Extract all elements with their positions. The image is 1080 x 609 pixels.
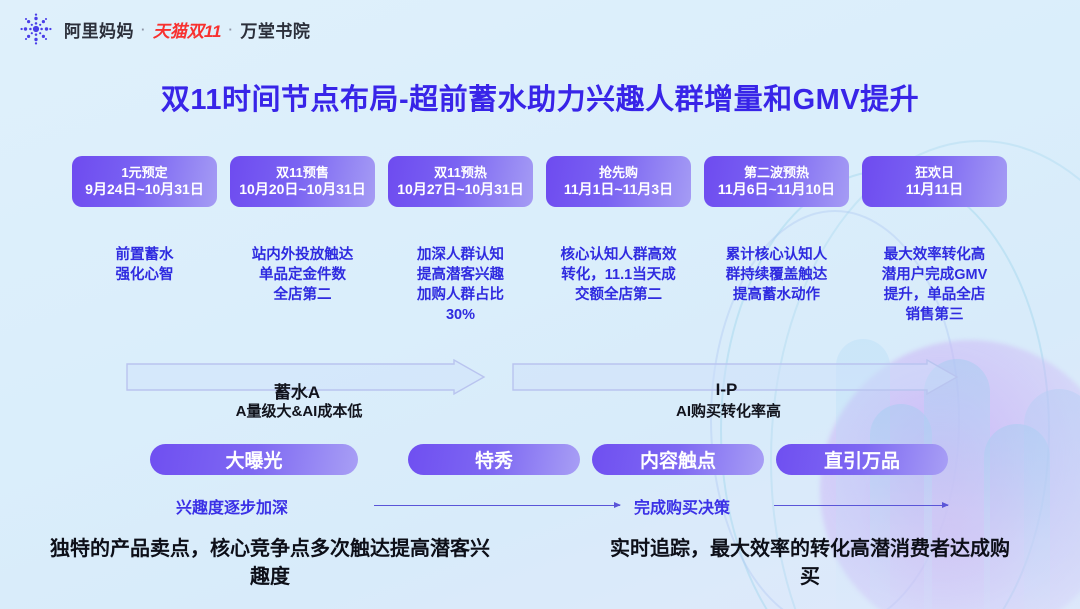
phase-arrow-row: 蓄水A A量级大&AI成本低 I-P AI购买转化率高	[0, 359, 1080, 421]
timeline-card-date: 10月27日~10月31日	[397, 180, 524, 197]
brand-name: 阿里妈妈	[64, 21, 134, 41]
timeline-description: 核心认知人群高效转化，11.1当天成交额全店第二	[560, 247, 677, 303]
product-pill-daopuguang[interactable]: 大曝光	[150, 444, 358, 475]
timeline-card-name: 抢先购	[598, 165, 638, 181]
timeline-description: 累计核心认知人群持续覆盖触达提高蓄水动作	[725, 247, 828, 303]
timeline-card: 双11预热 10月27日~10月31日	[388, 156, 533, 207]
brand-separator: ·	[228, 21, 234, 37]
timeline-card-date: 10月20日~10月31日	[239, 180, 366, 197]
progress-label-decision: 完成购买决策	[634, 500, 731, 517]
timeline-description-row: 前置蓄水强化心智 站内外投放触达单品定金件数全店第二 加深人群认知提高潜客兴趣加…	[72, 245, 1012, 325]
brand-separator: ·	[141, 21, 146, 37]
phase-arrow-caption: A量级大&AI成本低	[235, 403, 363, 420]
timeline-card-name: 双11预热	[434, 165, 487, 181]
arrow-shape	[512, 359, 959, 395]
timeline-card-date: 11月11日	[905, 180, 964, 197]
phase-arrow-label: I-P	[715, 380, 738, 399]
product-pill-zhiyinwanpin[interactable]: 直引万品	[776, 444, 948, 475]
timeline-card-date: 11月6日~11月10日	[717, 180, 836, 197]
phase-arrow-ip: I-P AI购买转化率高	[512, 359, 959, 421]
arrow-shape	[126, 359, 486, 395]
timeline-card: 狂欢日 11月11日	[862, 156, 1007, 207]
phase-arrow-caption: AI购买转化率高	[675, 403, 781, 420]
product-pill-texiu[interactable]: 特秀	[408, 444, 580, 475]
timeline-card-name: 第二波预热	[743, 165, 809, 181]
timeline-card-date: 11月1日~11月3日	[563, 180, 674, 197]
product-pill-row: 大曝光 特秀 内容触点 直引万品	[0, 444, 1080, 476]
timeline-card-name: 双11预售	[276, 165, 329, 181]
progress-row: 兴趣度逐步加深 完成购买决策	[0, 494, 1080, 520]
timeline-description: 站内外投放触达单品定金件数全店第二	[251, 247, 354, 303]
timeline-description: 前置蓄水强化心智	[115, 247, 174, 283]
product-pill-neirongchudian[interactable]: 内容触点	[592, 444, 764, 475]
progress-connector-line	[774, 501, 949, 508]
timeline-card-date: 9月24日~10月31日	[85, 180, 204, 197]
progress-label-interest: 兴趣度逐步加深	[176, 500, 289, 517]
page-title: 双11时间节点布局-超前蓄水助力兴趣人群增量和GMV提升	[160, 84, 920, 116]
header-bar: 阿里妈妈 · 天猫双11 · 万堂书院	[0, 0, 1080, 58]
progress-connector-line	[374, 501, 621, 508]
alimama-burst-icon	[18, 11, 54, 47]
timeline-card: 1元预定 9月24日~10月31日	[72, 156, 217, 207]
timeline-card: 抢先购 11月1日~11月3日	[546, 156, 691, 207]
timeline-card: 双11预售 10月20日~10月31日	[230, 156, 375, 207]
brand-lockup: 阿里妈妈 · 天猫双11 · 万堂书院	[64, 17, 310, 42]
academy-name: 万堂书院	[240, 21, 311, 41]
timeline-card-row: 1元预定 9月24日~10月31日 双11预售 10月20日~10月31日 双1…	[72, 156, 1012, 207]
phase-arrow-shuixu: 蓄水A A量级大&AI成本低	[126, 359, 486, 421]
footer-note-row: 独特的产品卖点，核心竞争点多次触达提高潜客兴趣度 实时追踪，最大效率的转化高潜消…	[0, 536, 1080, 591]
timeline-card: 第二波预热 11月6日~11月10日	[704, 156, 849, 207]
arrow-tip-icon	[614, 501, 621, 508]
phase-arrow-label: 蓄水A	[273, 382, 321, 402]
footer-note: 实时追踪，最大效率的转化高潜消费者达成购买	[610, 538, 1010, 588]
campaign-name: 天猫双11	[152, 21, 222, 41]
arrow-tip-icon	[942, 501, 949, 508]
timeline-card-name: 狂欢日	[914, 165, 954, 181]
footer-note: 独特的产品卖点，核心竞争点多次触达提高潜客兴趣度	[50, 538, 490, 588]
timeline-card-name: 1元预定	[121, 165, 168, 181]
